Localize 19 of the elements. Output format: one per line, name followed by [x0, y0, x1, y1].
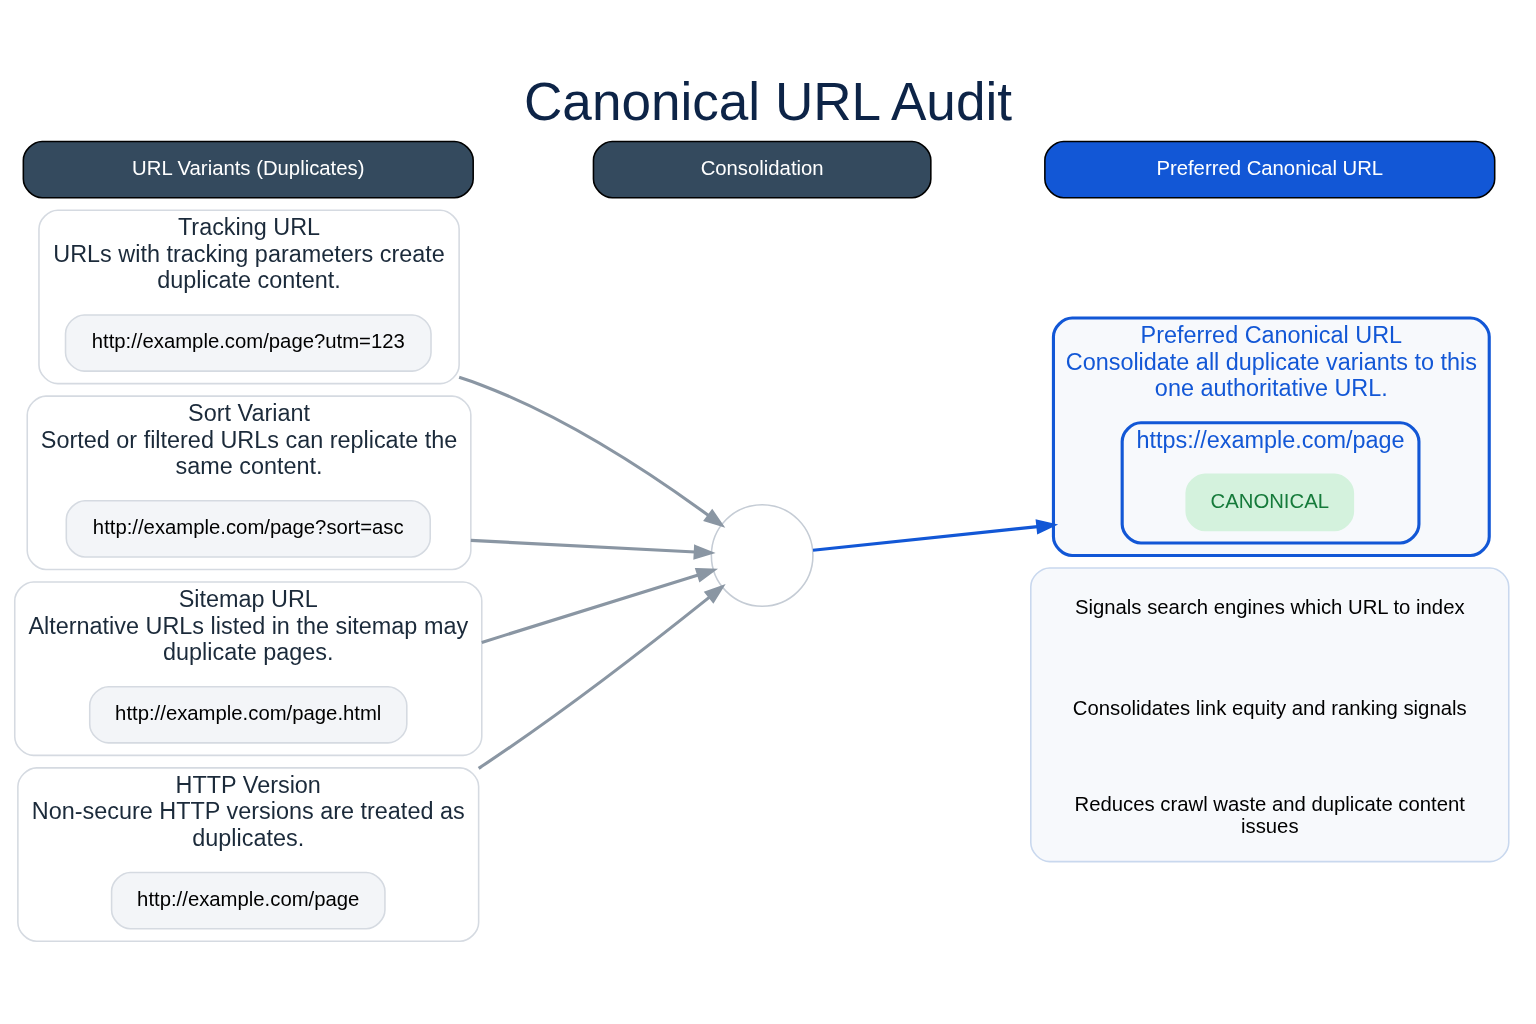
arrow	[458, 375, 726, 528]
arrow	[470, 538, 716, 560]
node-box: http://example.com/page?sort=asc	[65, 499, 431, 558]
diagram-title: Canonical URL Audit	[524, 71, 1012, 131]
node-text: Consolidates link equity and ranking signals	[1072, 696, 1467, 719]
node-box: URL Variants (Duplicates)	[22, 140, 474, 199]
node-text: Signals search engines which URL to index	[1074, 595, 1465, 618]
node-box: Consolidation	[592, 140, 932, 199]
node-box: CANONICAL	[1185, 472, 1355, 531]
node-circle	[710, 503, 814, 607]
node-box: Preferred Canonical URL	[1044, 140, 1496, 199]
node-box: http://example.com/page?utm=123	[64, 313, 432, 372]
arrow	[481, 567, 718, 644]
arrow	[812, 518, 1059, 552]
arrow	[477, 583, 726, 770]
node-text: Reduces crawl waste and duplicate content issues	[1074, 792, 1465, 837]
node-box: http://example.com/page	[110, 871, 386, 930]
cluster	[1030, 566, 1510, 862]
node-box: http://example.com/page.html	[88, 685, 408, 744]
